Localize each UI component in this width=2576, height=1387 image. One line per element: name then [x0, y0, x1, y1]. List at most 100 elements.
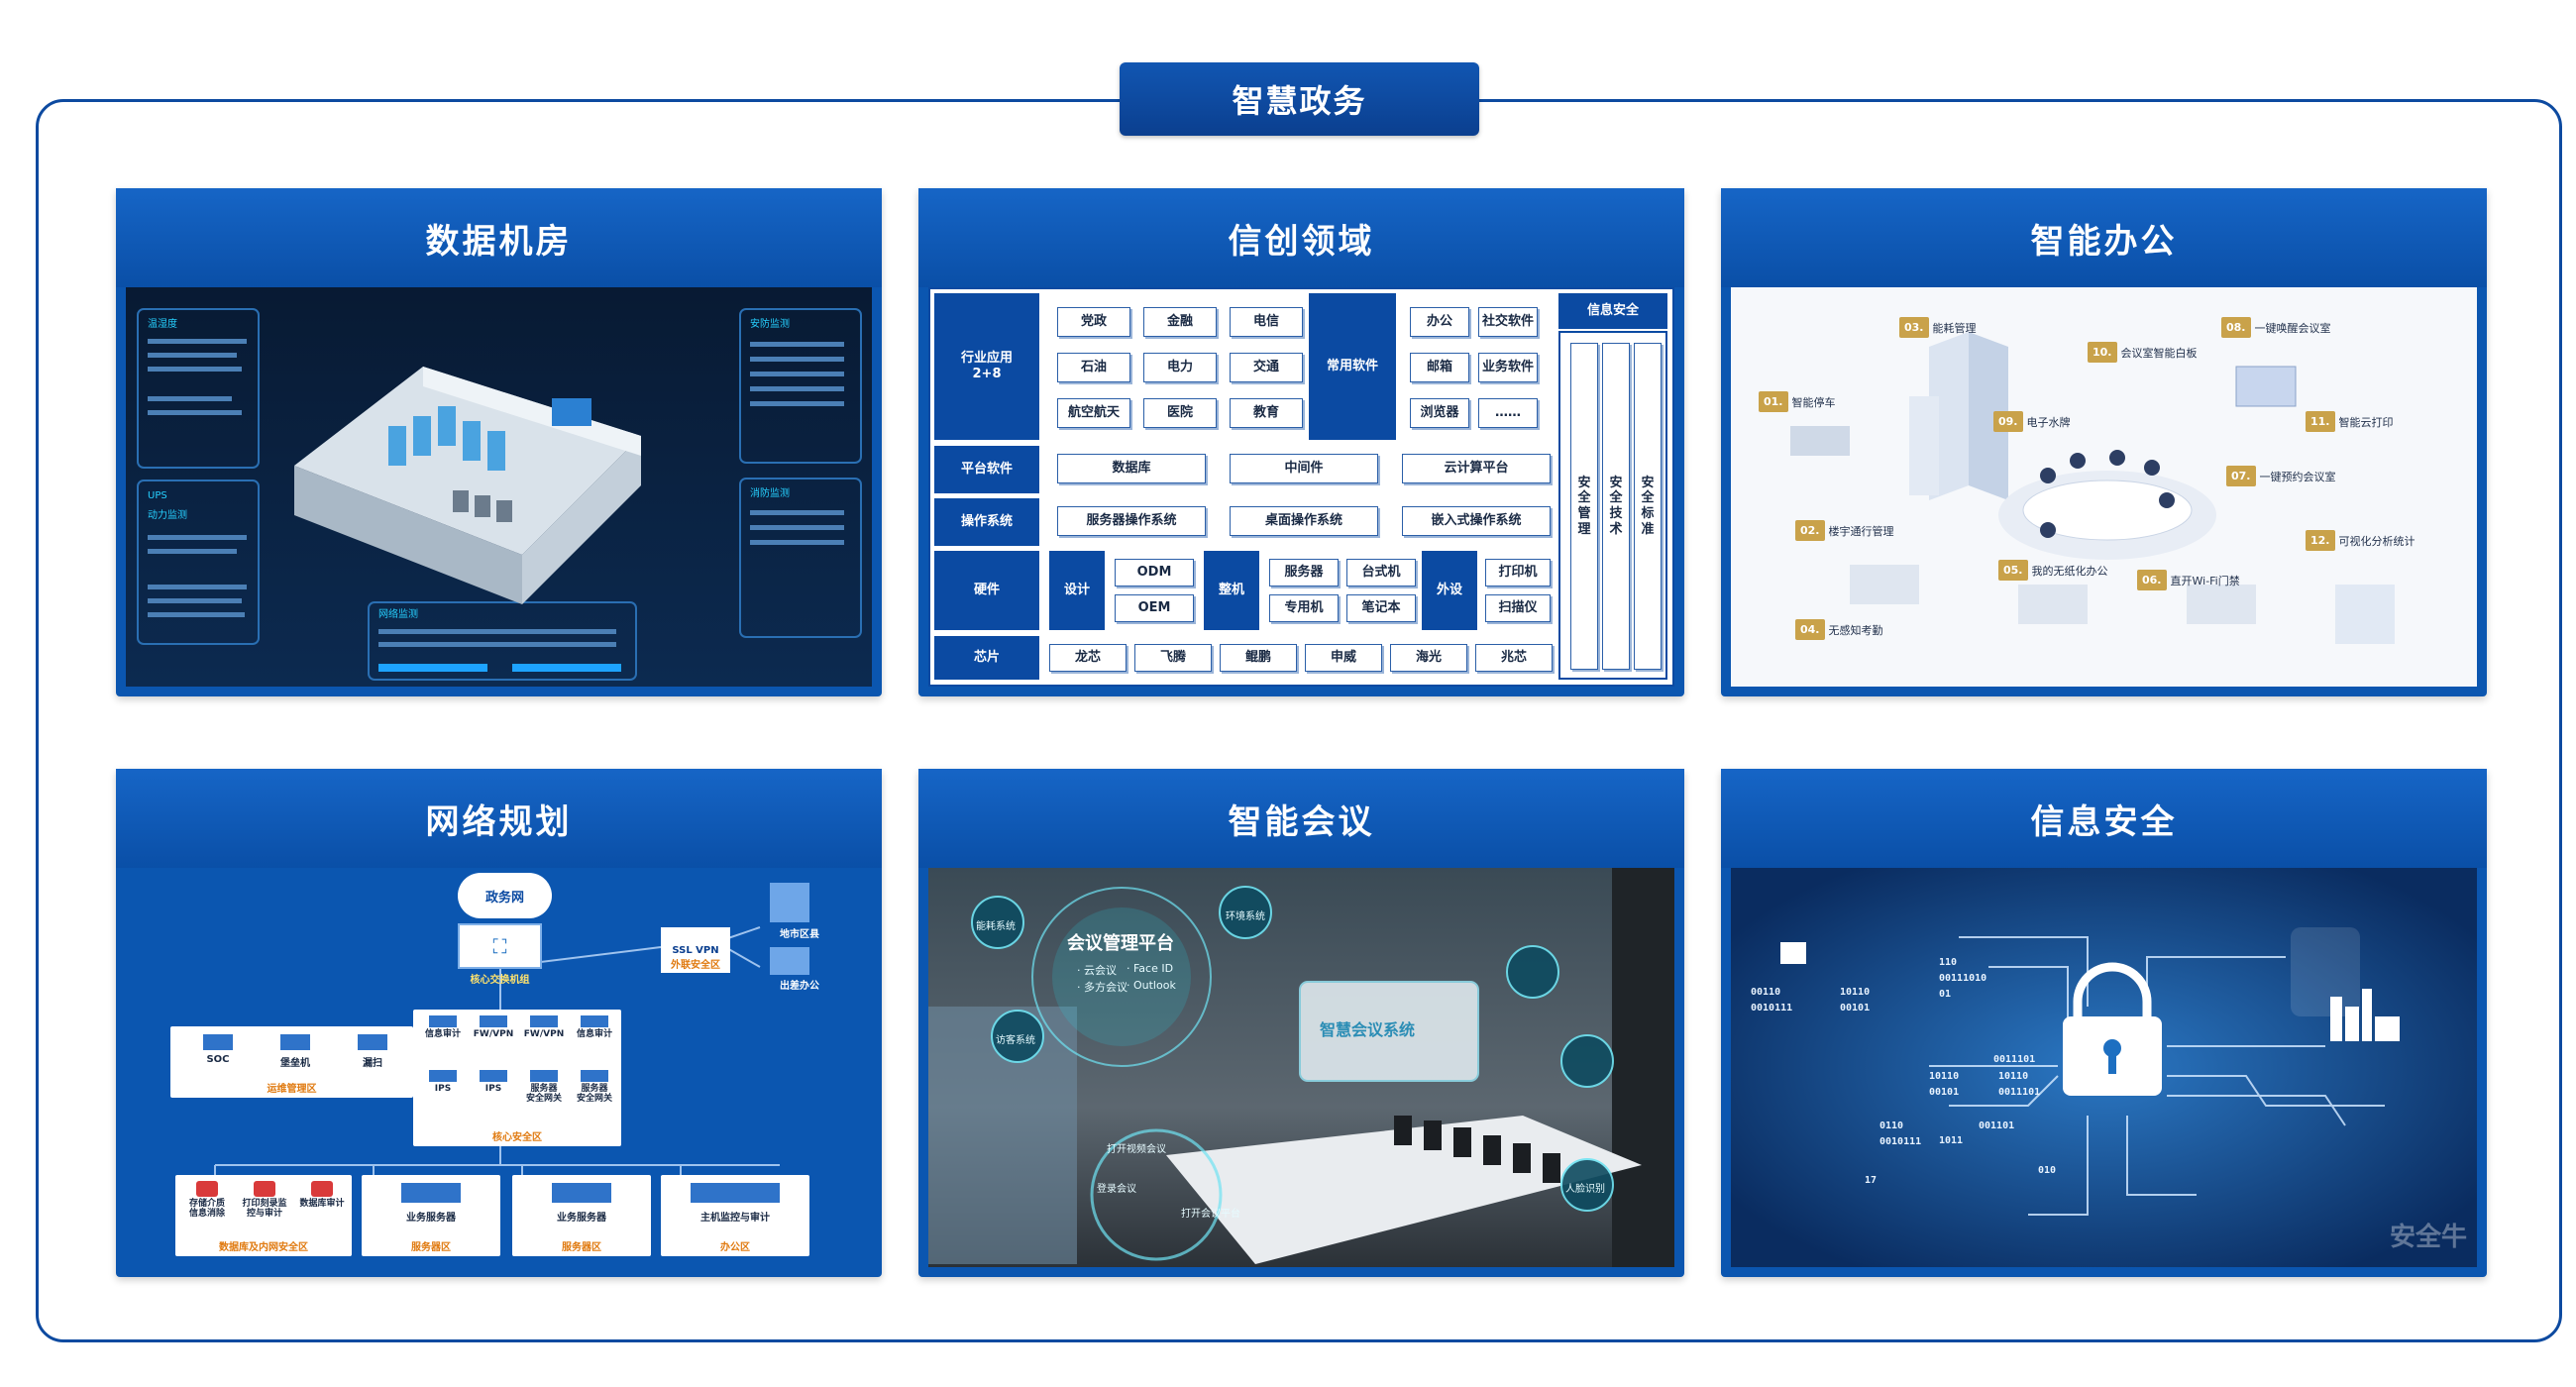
device-icon: [480, 1070, 507, 1082]
office-feature-label: 直开Wi-Fi门禁: [2170, 574, 2240, 587]
panel-title: 智能办公: [1721, 188, 2487, 287]
security-col: 安 全 技 术: [1602, 343, 1630, 670]
platform-item: 云计算平台: [1402, 454, 1551, 483]
remote-office-icon: [770, 947, 809, 975]
binary-code: 0010111: [1879, 1136, 1922, 1147]
office-feature: 02.楼宇通行管理: [1795, 520, 1894, 541]
panel-meeting[interactable]: 智能会议: [918, 769, 1684, 1277]
panel-title: 数据机房: [116, 188, 882, 287]
platform-sub-item: · 云会议: [1077, 964, 1117, 977]
office-feature-label: 能耗管理: [1932, 321, 1977, 335]
switch-icon: ⛶: [492, 934, 507, 958]
office-feature-label: 电子水牌: [2026, 415, 2071, 429]
ops-device-label: 漏扫: [363, 1058, 382, 1069]
binary-code: 00101: [1840, 1003, 1871, 1014]
office-feature: 09.电子水牌: [1993, 411, 2071, 432]
core-device-label: 服务器 安全网关: [576, 1084, 612, 1104]
device-icon: [480, 1015, 507, 1027]
core-device: IPS: [419, 1070, 467, 1095]
ops-device-label: SOC: [206, 1054, 230, 1065]
device-icon: [280, 1034, 310, 1050]
industry-item: 教育: [1230, 398, 1303, 428]
card-power-title: 动力监测: [148, 508, 187, 521]
card-temp-title: 温湿度: [148, 317, 177, 330]
platform-sub-item: · Outlook: [1127, 979, 1176, 992]
meeting-node-label: 环境系统: [1226, 911, 1265, 922]
office-feature-number: 08.: [2221, 317, 2251, 338]
panel-title: 智能会议: [918, 769, 1684, 868]
panel-datacenter[interactable]: 数据机房 温湿度 UPS 动力监测 安防监测 消防监测: [116, 188, 882, 696]
shield-icon: [311, 1181, 333, 1197]
core-switch-label: 核心交换机组: [470, 975, 530, 986]
device-icon: [581, 1070, 608, 1082]
office-feature: 01.智能停车: [1759, 391, 1836, 412]
hardware-label: 硬件: [934, 551, 1039, 630]
city-area-label: 地市区县: [780, 929, 819, 940]
db-device: 打印刻录监 控与审计: [237, 1181, 292, 1220]
design-item: ODM: [1115, 559, 1194, 587]
device-icon: [530, 1015, 558, 1027]
office-feature: 07.一键预约会议室: [2226, 466, 2336, 486]
db-device-label: 打印刻录监 控与审计: [242, 1199, 287, 1219]
hardware-whole: 整机: [1204, 551, 1259, 630]
binary-code: 10110: [1998, 1071, 2029, 1082]
binary-code: 001101: [1979, 1120, 2015, 1131]
main-title: 智慧政务: [1120, 62, 1479, 136]
common-software-item: 办公: [1410, 307, 1469, 337]
meeting-node-label: 打开视频会议: [1107, 1144, 1166, 1155]
office-feature-label: 一键唤醒会议室: [2254, 321, 2331, 335]
remote-office-label: 出差办公: [780, 981, 819, 992]
office-feature-number: 03.: [1899, 317, 1929, 338]
chip-item: 申威: [1305, 644, 1382, 672]
card-ups-title: UPS: [148, 490, 167, 501]
platform-sub-item: · Face ID: [1127, 962, 1174, 975]
binary-code: 00110: [1751, 987, 1781, 998]
industry-item: 航空航天: [1057, 398, 1130, 428]
os-item: 桌面操作系统: [1230, 506, 1378, 536]
panel-title: 信创领域: [918, 188, 1684, 287]
office-feature-number: 05.: [1998, 560, 2028, 581]
binary-code: 01: [1939, 989, 1952, 1000]
office-feature-label: 智能云打印: [2338, 415, 2394, 429]
db-device-label: 数据库审计: [299, 1199, 345, 1209]
server-zone-label: 服务器区: [562, 1242, 601, 1253]
office-feature: 11.智能云打印: [2306, 411, 2394, 432]
industry-label: 行业应用 2+8: [934, 293, 1039, 440]
industry-item: 交通: [1230, 353, 1303, 382]
binary-code: 00101: [1929, 1087, 1960, 1098]
core-device-label: 服务器 安全网关: [525, 1084, 562, 1104]
panel-security[interactable]: 信息安全: [1721, 769, 2487, 1277]
core-device-label: 信息审计: [576, 1029, 612, 1039]
peripheral-item: 打印机: [1485, 559, 1551, 587]
chip-label: 芯片: [934, 636, 1039, 680]
office-feature: 08.一键唤醒会议室: [2221, 317, 2331, 338]
binary-code: 00111010: [1939, 973, 1987, 984]
core-device: FW/VPN: [470, 1015, 517, 1040]
ops-device-label: 堡垒机: [280, 1058, 310, 1069]
chip-item: 飞腾: [1134, 644, 1212, 672]
office-feature: 04.无感知考勤: [1795, 619, 1883, 640]
meeting-node-label: 能耗系统: [976, 921, 1016, 932]
office-feature-number: 12.: [2306, 530, 2335, 551]
office-feature: 12.可视化分析统计: [2306, 530, 2415, 551]
common-software-item: 业务软件: [1478, 353, 1538, 382]
office-feature-label: 无感知考勤: [1828, 623, 1883, 637]
platform-item: 数据库: [1057, 454, 1206, 483]
office-feature-number: 07.: [2226, 466, 2256, 486]
office-feature-number: 09.: [1993, 411, 2023, 432]
hardware-peripheral: 外设: [1422, 551, 1477, 630]
server-label: 业务服务器: [406, 1213, 456, 1224]
binary-code: 10110: [1929, 1071, 1960, 1082]
db-zone-box: 存储介质 信息消除打印刻录监 控与审计数据库审计数据库及内网安全区: [175, 1175, 352, 1256]
core-zone-label: 核心安全区: [492, 1132, 542, 1143]
chip-item: 鲲鹏: [1220, 644, 1297, 672]
device-icon: [203, 1034, 233, 1050]
core-device-label: IPS: [484, 1084, 502, 1094]
db-device: 数据库审计: [294, 1181, 350, 1210]
